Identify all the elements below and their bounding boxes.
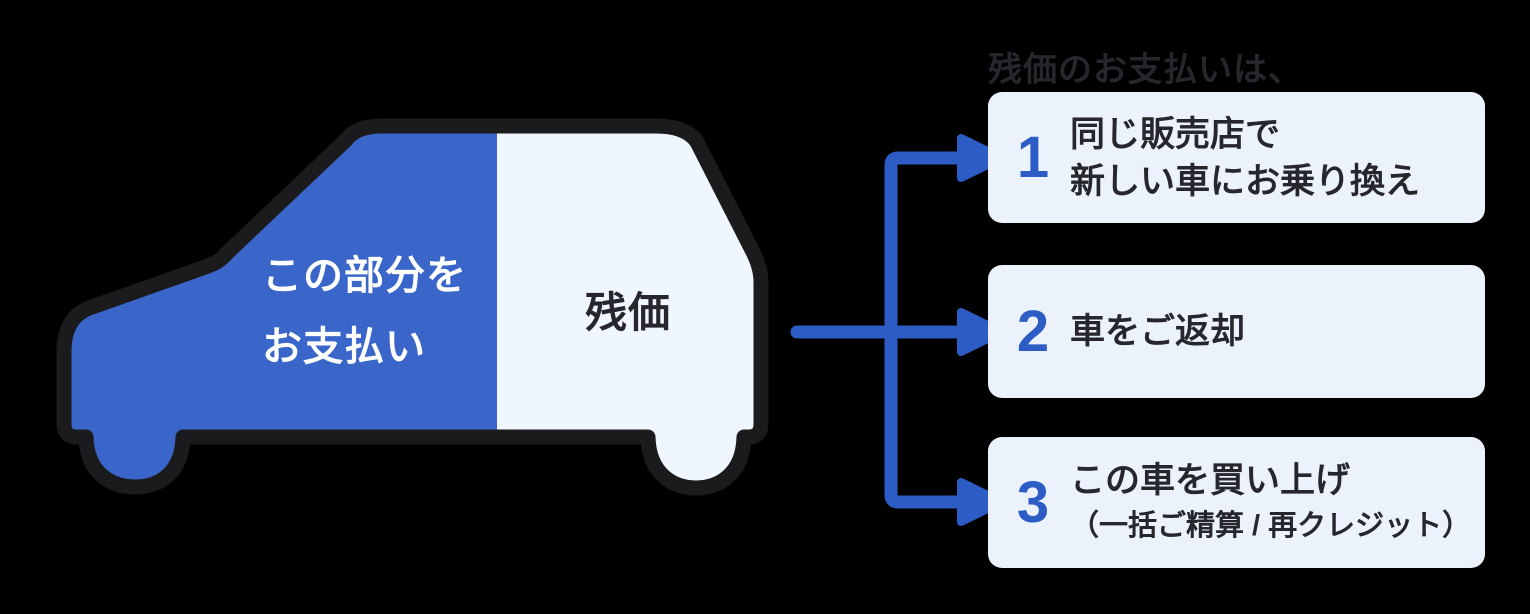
- connector-branch-rail: [884, 151, 957, 509]
- option-number-2: 2: [1016, 298, 1050, 364]
- option-box-3: 3 この車を買い上げ （一括ご精算 / 再クレジット）: [988, 437, 1485, 568]
- option-number-1: 1: [1016, 124, 1050, 190]
- car-outline: [56, 118, 769, 496]
- option-3-line-2: （一括ご精算 / 再クレジット）: [1070, 510, 1472, 542]
- option-1-line-2: 新しい車にお乗り換え: [1070, 161, 1421, 201]
- option-box-1: 1 同じ販売店で 新しい車にお乗り換え: [988, 92, 1485, 223]
- car-residual-label: 残価: [585, 289, 672, 336]
- option-box-2: 2 車をご返却: [988, 265, 1485, 398]
- car-paid-label-line1: この部分を: [262, 254, 467, 298]
- connector-arrows: [790, 134, 1006, 526]
- arrowhead-icon-1: [957, 134, 1006, 182]
- option-3-line-1: この車を買い上げ: [1070, 461, 1351, 500]
- arrowhead-icon-2: [957, 308, 1006, 356]
- option-1-line-1: 同じ販売店で: [1070, 114, 1281, 154]
- arrowhead-icon-3: [957, 478, 1006, 526]
- option-2-line-1: 車をご返却: [1070, 312, 1246, 351]
- car-paid-label-line2: お支払い: [262, 325, 426, 369]
- car-body-paid-part: [64, 126, 497, 487]
- options-heading: 残価のお支払いは、: [988, 51, 1303, 89]
- option-number-3: 3: [1016, 469, 1050, 535]
